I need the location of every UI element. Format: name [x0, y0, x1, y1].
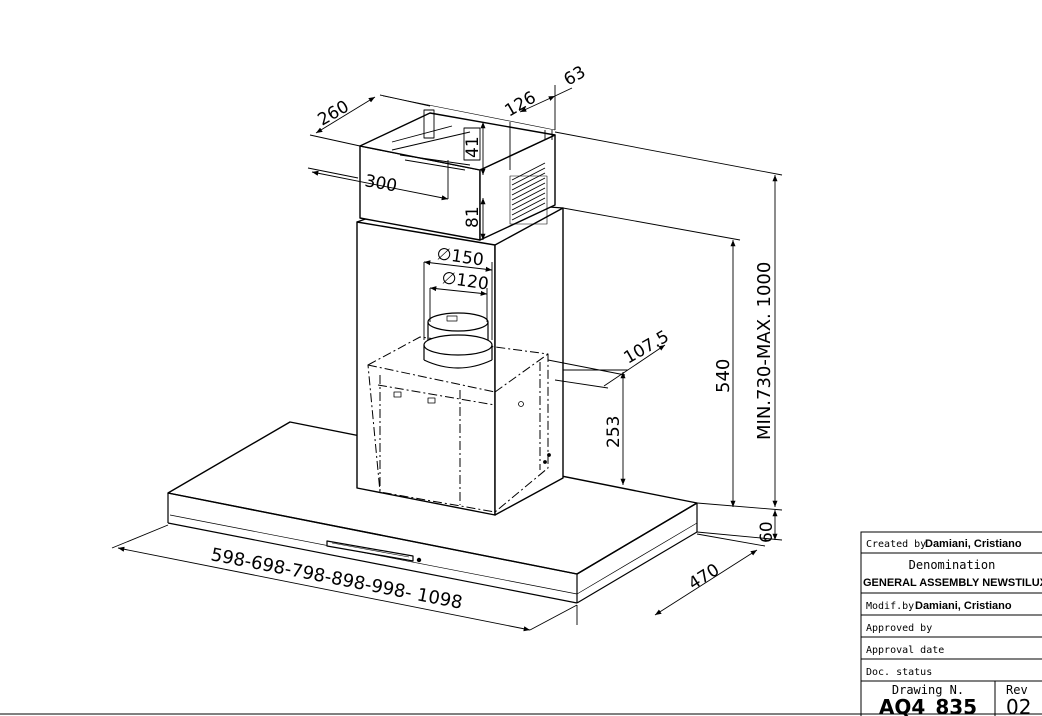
motor-unit-hidden [367, 336, 549, 513]
dim-60: 60 [757, 521, 777, 543]
dim-470: 470 [685, 560, 723, 594]
dim-width-range: 598-698-798-898-998- 1098 [209, 544, 464, 613]
rev-value: 02 [1006, 695, 1031, 716]
doc-status-label: Doc. status [866, 667, 932, 678]
connector-marks [393, 391, 551, 464]
dim-126: 126 [502, 88, 540, 122]
hood-geometry [167, 109, 698, 604]
modified-by-label: Modif.by [866, 601, 914, 612]
dim-107-5: 107.5 [621, 327, 673, 369]
dim-540: 540 [713, 359, 734, 393]
dim-63: 63 [561, 62, 590, 90]
dim-min-max-1000: MIN.730-MAX. 1000 [754, 262, 775, 440]
outlet-collar [423, 312, 493, 369]
modified-by-value: Damiani, Cristiano [915, 600, 1012, 612]
denomination-value: GENERAL ASSEMBLY NEWSTILUX [863, 577, 1042, 589]
approved-by-label: Approved by [866, 623, 932, 634]
created-by-label: Created by [866, 539, 926, 550]
denomination-label: Denomination [909, 558, 996, 572]
dim-41: 41 [463, 136, 483, 158]
approval-date-label: Approval date [866, 645, 944, 656]
dim-253: 253 [604, 416, 624, 448]
drawing-number-value: AQ4_835 [879, 695, 977, 716]
rev-label: Rev [1006, 683, 1028, 697]
dim-81: 81 [463, 206, 483, 228]
drawing-number-label: Drawing N. [892, 683, 964, 697]
title-block: Created by Damiani, Cristiano Denominati… [860, 531, 1042, 716]
created-by-value: Damiani, Cristiano [925, 538, 1022, 550]
dim-260: 260 [315, 97, 353, 131]
dimension-lines [111, 85, 783, 632]
lower-chimney [356, 197, 564, 516]
